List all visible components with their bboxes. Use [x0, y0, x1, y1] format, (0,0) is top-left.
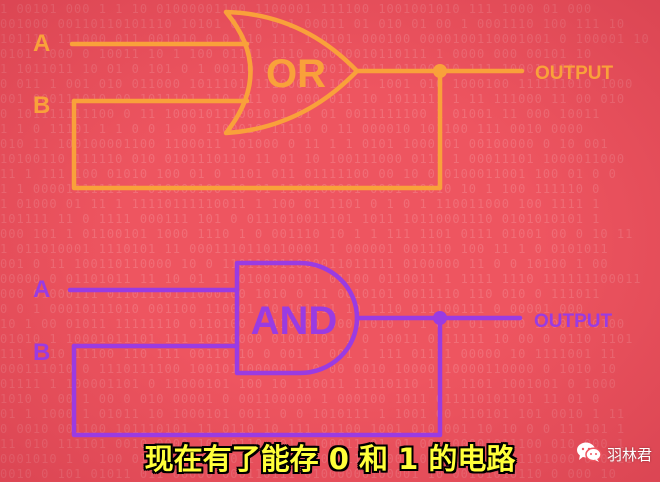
and-gate-body [234, 260, 360, 376]
or-input-a-label: A [33, 30, 50, 57]
or-output-label: OUTPUT [535, 63, 614, 84]
subtitle-caption: 现在有了能存 0 和 1 的电路 [144, 442, 516, 476]
and-gate-label: AND [251, 299, 338, 343]
or-gate-label: OR [266, 52, 326, 96]
and-input-a-label: A [33, 276, 50, 303]
wechat-icon [576, 441, 602, 468]
and-output-label: OUTPUT [534, 311, 613, 332]
and-feedback-wire [71, 315, 443, 438]
or-feedback-wire [71, 68, 443, 191]
or-junction-dot [433, 64, 447, 78]
and-input-b-label: B [33, 339, 50, 366]
or-input-b-label: B [33, 92, 50, 119]
watermark-text: 羽林君 [607, 446, 653, 464]
or-gate-body [223, 9, 360, 136]
and-circuit: AND A B OUTPUT [33, 260, 613, 438]
watermark: 羽林君 [576, 441, 652, 468]
or-circuit: OR A B OUTPUT [33, 9, 614, 191]
and-junction-dot [433, 311, 447, 325]
